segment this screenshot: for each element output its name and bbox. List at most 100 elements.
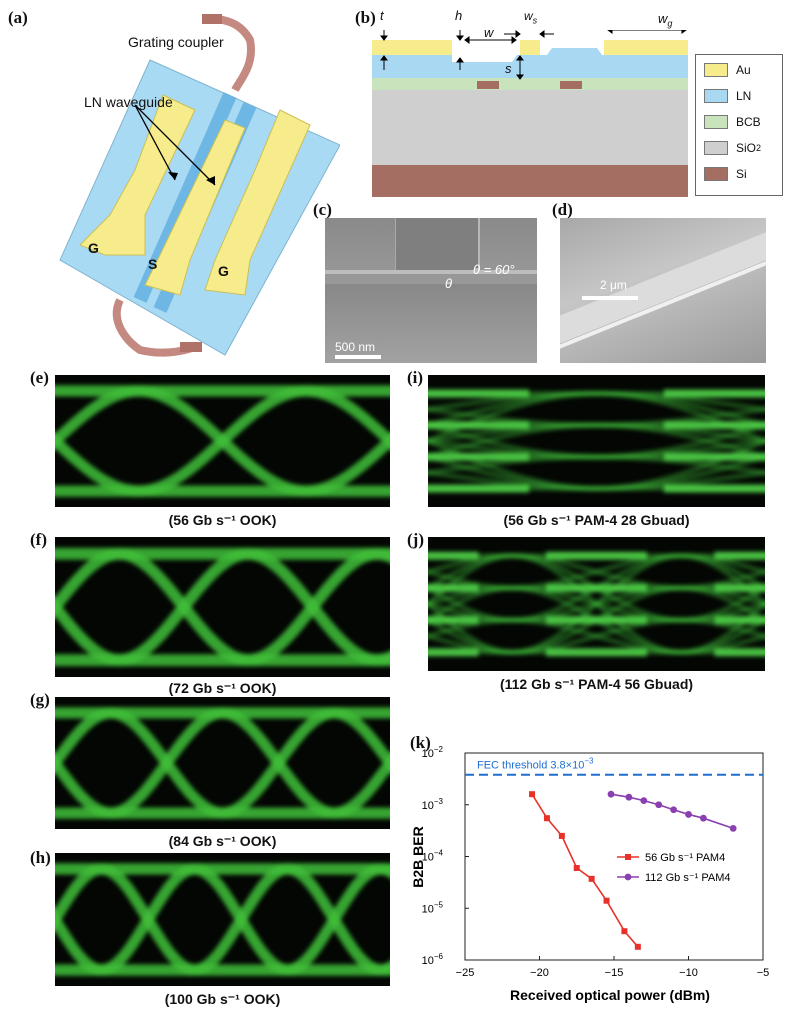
- legend-row-si: Si: [704, 165, 747, 183]
- eye-trace: [596, 454, 765, 476]
- data-point: [621, 928, 628, 935]
- legend-label-0: 56 Gb s⁻¹ PAM4: [645, 852, 725, 864]
- eye-traces: [55, 385, 390, 497]
- eye-trace: [428, 617, 513, 639]
- signal-label: S: [148, 256, 158, 272]
- data-point: [640, 797, 648, 805]
- eye-trace: [247, 547, 378, 667]
- fiber-bottom: [112, 298, 194, 357]
- device-schematic: [59, 14, 340, 357]
- eye-trace: [138, 385, 307, 497]
- eye-diagram-h: [55, 853, 390, 986]
- data-point: [685, 811, 692, 818]
- eye-trace: [596, 391, 765, 444]
- swatch-ln: [704, 89, 728, 103]
- arrow-2: [134, 104, 216, 186]
- si-block-2: [560, 81, 582, 89]
- eye-trace: [376, 650, 390, 667]
- eye-trace: [376, 547, 390, 564]
- panel-label-d: (d): [552, 200, 573, 219]
- legend-row-au: Au: [704, 61, 751, 79]
- data-point: [558, 832, 565, 839]
- dim-t: t: [380, 8, 384, 23]
- theta-symbol: θ: [445, 276, 453, 291]
- panel-label-h: (h): [30, 848, 51, 867]
- data-point: [729, 824, 737, 832]
- data-point: [573, 864, 580, 871]
- panel-label-g: (g): [30, 690, 50, 709]
- scale-bar-c: [335, 355, 381, 359]
- eye-trace: [109, 707, 224, 819]
- electrode-signal: [144, 119, 246, 296]
- y-tick-label: 10−5: [422, 900, 444, 915]
- si-block-1: [477, 81, 499, 89]
- dim-s: s: [505, 61, 512, 76]
- caption-g: (84 Gb s⁻¹ OOK): [168, 833, 277, 849]
- layer-si: [372, 165, 688, 197]
- x-axis-label: Received optical power (dBm): [510, 987, 710, 1003]
- panel-label-a: (a): [8, 8, 28, 27]
- caption-i: (56 Gb s⁻¹ PAM-4 28 Gbuad): [503, 512, 690, 528]
- sem-image-d: 2 μm: [560, 218, 766, 363]
- data-point: [670, 806, 677, 814]
- eye-trace: [680, 617, 765, 639]
- eye-trace: [596, 422, 765, 460]
- panel-label-e: (e): [30, 368, 49, 387]
- eye-traces: [428, 551, 765, 657]
- legend-row-bcb: BCB: [704, 113, 761, 131]
- x-tick-label: −15: [605, 967, 624, 979]
- fiber-bottom-connector: [180, 342, 202, 352]
- ground-label-right: G: [218, 263, 229, 279]
- eye-trace: [428, 391, 597, 444]
- scale-bar-d: [582, 296, 638, 300]
- swatch-si: [704, 167, 728, 181]
- scale-label-c: 500 nm: [335, 340, 376, 354]
- eye-trace: [100, 863, 196, 976]
- eye-trace: [680, 585, 765, 623]
- eye-trace: [428, 585, 513, 623]
- data-point: [607, 790, 615, 798]
- dim-h: h: [455, 8, 463, 23]
- eye-trace: [221, 707, 336, 819]
- eye-diagram-f: [55, 537, 390, 677]
- data-point: [634, 943, 641, 950]
- x-tick-label: −10: [679, 967, 698, 979]
- y-tick-label: 10−3: [422, 797, 444, 812]
- ground-label-left: G: [88, 240, 99, 256]
- caption-j: (112 Gb s⁻¹ PAM-4 56 Gbuad): [499, 676, 694, 692]
- layer-ln: [372, 48, 688, 78]
- eye-trace: [428, 553, 513, 608]
- electrode-ground-left: [79, 94, 196, 256]
- data-point: [543, 815, 550, 822]
- panel-label-c: (c): [313, 200, 332, 219]
- ln-waveguide-label: LN waveguide: [84, 94, 173, 110]
- legend-label-1: 112 Gb s⁻¹ PAM4: [645, 872, 731, 884]
- swatch-bcb: [704, 115, 728, 129]
- eye-trace: [286, 863, 382, 976]
- y-tick-label: 10−2: [422, 745, 444, 760]
- eye-trace: [428, 454, 597, 476]
- x-tick-label: −25: [456, 967, 475, 979]
- caption-h: (100 Gb s⁻¹ OOK): [164, 991, 281, 1007]
- legend-marker-1: [624, 873, 632, 881]
- data-point: [588, 875, 595, 882]
- swatch-sio2: [704, 141, 728, 155]
- panel-label-j: (j): [407, 530, 424, 549]
- eye-trace: [193, 863, 289, 976]
- arrow-1: [134, 104, 176, 181]
- eye-trace: [680, 553, 765, 608]
- swatch-au: [704, 63, 728, 77]
- scale-label-d: 2 μm: [600, 278, 627, 292]
- eye-trace: [379, 863, 390, 879]
- au-right: [604, 40, 688, 55]
- y-axis-label: B2B BER: [410, 826, 426, 887]
- eye-traces: [55, 863, 390, 976]
- eye-diagram-j: [428, 537, 765, 671]
- eye-trace: [379, 960, 390, 976]
- layer-sio2: [372, 90, 688, 165]
- electrode-ground-right: [204, 109, 311, 296]
- sem-ridge: [395, 218, 480, 270]
- data-point: [655, 801, 663, 809]
